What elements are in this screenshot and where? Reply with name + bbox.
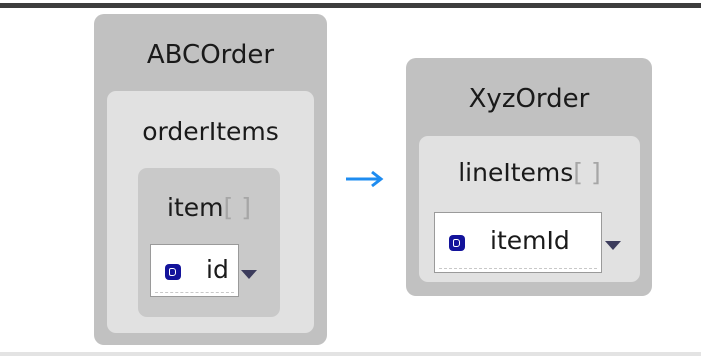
item-id-field[interactable]: itemId [434,212,602,273]
item-array-label: item[ ] [138,193,280,222]
order-items-collection[interactable]: orderItems item[ ] id [107,91,314,333]
id-dropdown-icon[interactable] [241,270,257,279]
abc-order-title: ABCOrder [146,40,275,70]
order-items-label: orderItems [142,117,279,146]
item-label: item [167,193,224,222]
arrow-right-icon [346,170,384,188]
top-divider [0,3,701,8]
field-dashed-line [439,268,597,269]
field-dashed-line [155,292,234,293]
item-id-field-label: itemId [490,226,570,255]
id-field-label: id [206,255,229,284]
line-items-array-label: lineItems[ ] [419,158,640,187]
abc-order-entity[interactable]: ABCOrder orderItems item[ ] id [94,14,327,345]
xyz-order-title: XyzOrder [468,84,590,114]
line-items-array[interactable]: lineItems[ ] itemId [419,136,640,282]
array-brackets: [ ] [223,193,251,222]
array-brackets: [ ] [573,158,601,187]
xyz-order-entity[interactable]: XyzOrder lineItems[ ] itemId [406,58,652,296]
id-field[interactable]: id [150,244,239,297]
property-icon [165,264,181,280]
line-items-label: lineItems [458,158,574,187]
item-id-dropdown-icon[interactable] [605,241,621,250]
bottom-divider [0,352,701,356]
item-array[interactable]: item[ ] id [138,168,280,317]
property-icon [449,235,465,251]
